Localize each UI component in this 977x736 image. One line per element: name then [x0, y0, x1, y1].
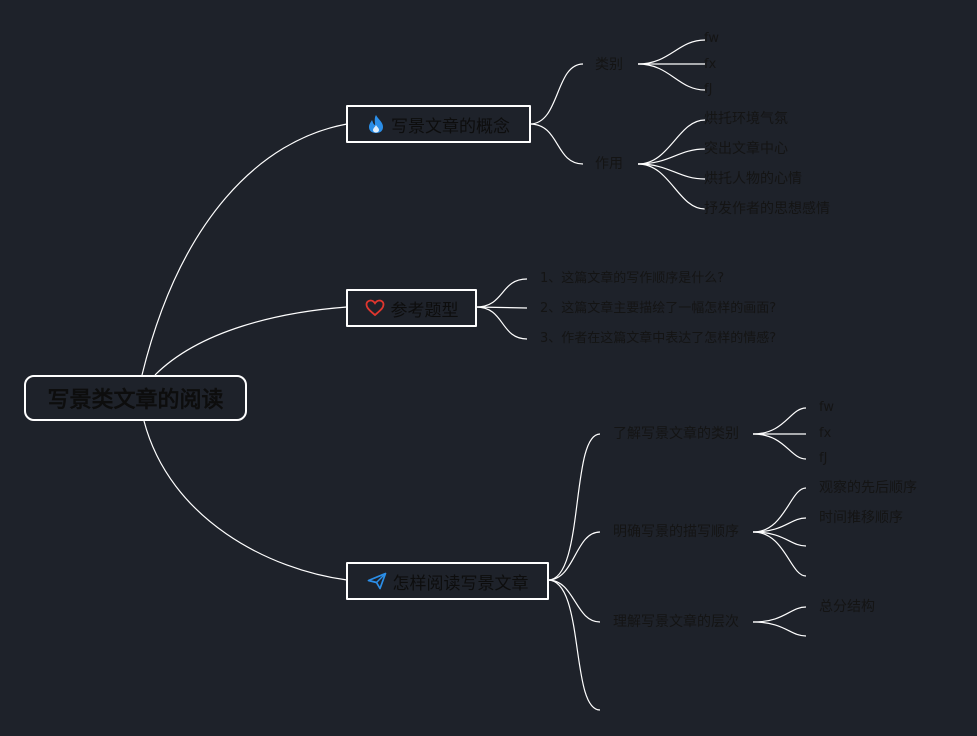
link-purpose-3: [637, 163, 706, 180]
node-category[interactable]: 类别: [595, 57, 623, 73]
link-howto-order: [547, 531, 601, 581]
link-layers-1: [752, 606, 807, 623]
question-3[interactable]: 3、作者在这篇文章中表达了怎样的情感?: [540, 331, 777, 346]
flame-icon: [367, 114, 385, 134]
branch-howto[interactable]: 怎样阅读写景文章: [346, 562, 549, 600]
leaf-hcat-fx[interactable]: fx: [819, 426, 832, 441]
question-1[interactable]: 1、这篇文章的写作顺序是什么?: [540, 271, 725, 286]
link-order-4: [752, 531, 807, 577]
node-howto-layers[interactable]: 理解写景文章的层次: [613, 614, 739, 630]
leaf-purpose-2[interactable]: 突出文章中心: [704, 141, 788, 157]
leaf-purpose-1[interactable]: 烘托环境气氛: [704, 111, 788, 127]
link-layers-2: [752, 621, 807, 637]
leaf-hcat-fw[interactable]: fw: [819, 400, 834, 415]
link-order-1: [752, 487, 807, 533]
leaf-hcat-fj[interactable]: fJ: [819, 451, 828, 466]
link-root-howto: [143, 420, 348, 581]
branch-questions-label: 参考题型: [390, 300, 459, 321]
leaf-category-fw[interactable]: fw: [704, 31, 719, 46]
link-root-concept: [141, 123, 348, 376]
link-hcat-fj: [752, 433, 807, 460]
root-node[interactable]: 写景类文章的阅读: [24, 375, 247, 421]
link-concept-purpose: [529, 123, 584, 165]
link-concept-category: [529, 63, 584, 125]
link-howto-layers: [547, 579, 601, 623]
link-question-1: [475, 278, 528, 308]
node-howto-order[interactable]: 明确写景的描写顺序: [613, 524, 739, 540]
paper-plane-icon: [367, 572, 387, 590]
leaf-layers-1[interactable]: 总分结构: [819, 599, 875, 615]
node-purpose[interactable]: 作用: [595, 156, 623, 172]
leaf-purpose-3[interactable]: 烘托人物的心情: [704, 171, 802, 187]
link-order-2: [752, 517, 807, 533]
link-question-2: [475, 306, 528, 309]
link-howto-empty: [547, 579, 601, 711]
link-purpose-4: [637, 163, 706, 210]
link-root-questions: [154, 306, 348, 376]
leaf-category-fx[interactable]: fx: [704, 57, 717, 72]
link-category-fw: [637, 39, 706, 65]
question-2[interactable]: 2、这篇文章主要描绘了一幅怎样的画面?: [540, 301, 777, 316]
link-question-3: [475, 306, 528, 340]
branch-questions[interactable]: 参考题型: [346, 289, 477, 327]
branch-howto-label: 怎样阅读写景文章: [392, 573, 529, 594]
leaf-order-1[interactable]: 观察的先后顺序: [819, 480, 917, 496]
leaf-purpose-4[interactable]: 抒发作者的思想感情: [704, 201, 830, 217]
branch-concept-label: 写景文章的概念: [391, 116, 510, 137]
link-category-fj: [637, 63, 706, 91]
branch-concept[interactable]: 写景文章的概念: [346, 105, 531, 143]
link-order-3: [752, 531, 807, 547]
link-purpose-2: [637, 148, 706, 165]
root-label: 写景类文章的阅读: [47, 388, 224, 413]
link-howto-category: [547, 433, 601, 581]
leaf-order-2[interactable]: 时间推移顺序: [819, 510, 903, 526]
link-purpose-1: [637, 119, 706, 165]
link-hcat-fw: [752, 407, 807, 435]
node-howto-category[interactable]: 了解写景文章的类别: [613, 426, 739, 442]
leaf-category-fj[interactable]: fJ: [704, 82, 713, 97]
heart-icon: [365, 299, 385, 317]
